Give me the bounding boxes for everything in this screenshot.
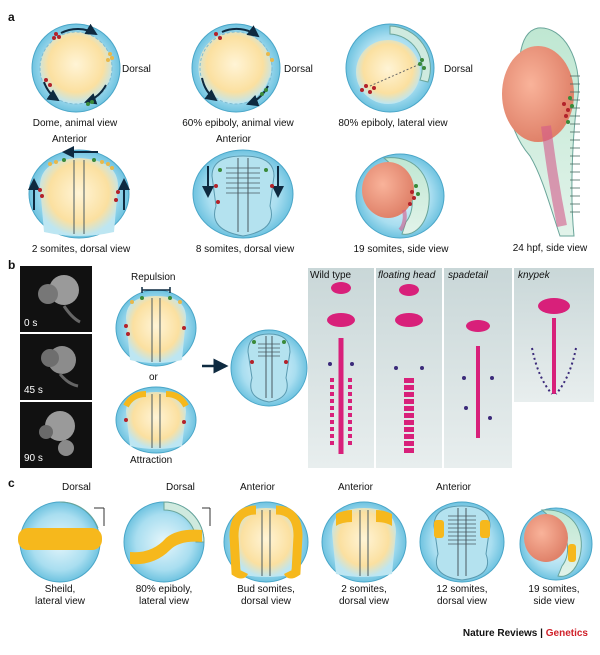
wild-type-embryo-photo [308, 268, 374, 468]
somites-2-embryo-diagram [28, 146, 130, 239]
anterior-label-c4: Anterior [338, 482, 374, 493]
caption-24hpf: 24 hpf, side view [512, 243, 588, 254]
caption-c3-line1: Bud somites, [237, 584, 295, 595]
epiboly-60-embryo-diagram [191, 23, 281, 113]
attraction-label: Attraction [130, 455, 173, 466]
mutant-label-spadetail: spadetail [448, 270, 489, 281]
caption-c5-line1: 12 somites, [436, 584, 488, 595]
somites-19-embryo-diagram [355, 153, 445, 239]
24hpf-embryo-diagram [502, 27, 580, 237]
caption-c5-line2: dorsal view [436, 596, 488, 607]
caption-dome: Dome, animal view [32, 118, 118, 129]
caption-c3-line2: dorsal view [240, 596, 292, 607]
epiboly-80-stage-diagram [123, 501, 211, 583]
mutant-label-knypek: knypek [518, 270, 550, 281]
mutant-label-floating-head: floating head [378, 270, 436, 281]
panel-label-a: a [8, 10, 15, 24]
caption-c2-line2: lateral view [138, 596, 190, 607]
journal-section: Genetics [545, 628, 588, 639]
bud-somites-stage-diagram [223, 501, 309, 583]
shield-stage-diagram [18, 501, 105, 583]
somites-8-embryo-diagram [192, 149, 294, 239]
mutant-label-wild-type: Wild type [310, 270, 352, 281]
timelapse-frame-45s [20, 334, 92, 400]
somites-19-stage-diagram [519, 507, 593, 581]
caption-60-epiboly: 60% epiboly, animal view [182, 118, 294, 129]
caption-19-somites: 19 somites, side view [353, 244, 449, 255]
timelapse-frame-0s [20, 266, 92, 332]
caption-2-somites: 2 somites, dorsal view [31, 244, 131, 255]
somites-12-stage-diagram [419, 501, 505, 583]
panel-label-b: b [8, 258, 16, 272]
caption-c1-line1: Sheild, [44, 584, 76, 595]
caption-80-epiboly: 80% epiboly, lateral view [338, 118, 448, 129]
caption-8-somites: 8 somites, dorsal view [195, 244, 295, 255]
dorsal-label-c2: Dorsal [166, 482, 195, 493]
caption-c4-line1: 2 somites, [341, 584, 387, 595]
panel-label-c: c [8, 476, 15, 490]
dorsal-label-c1: Dorsal [62, 482, 91, 493]
dorsal-label-a2: Dorsal [284, 64, 313, 75]
caption-c4-line2: dorsal view [338, 596, 390, 607]
dorsal-label-a3: Dorsal [444, 64, 473, 75]
spadetail-embryo-photo [444, 268, 512, 468]
knypek-embryo-photo [514, 268, 594, 402]
caption-c6-line2: side view [533, 596, 575, 607]
journal-name: Nature Reviews [462, 628, 538, 639]
anterior-label-c5: Anterior [436, 482, 472, 493]
caption-c2-line1: 80% epiboly, [135, 584, 193, 595]
timelapse-label-90s: 90 s [24, 453, 43, 464]
anterior-label-a4: Anterior [52, 134, 88, 145]
journal-credit: Nature Reviews | Genetics [463, 628, 588, 639]
caption-c1-line2: lateral view [34, 596, 86, 607]
anterior-label-c3: Anterior [240, 482, 276, 493]
timelapse-label-0s: 0 s [24, 318, 38, 329]
anterior-label-a5: Anterior [216, 134, 252, 145]
floating-head-embryo-photo [376, 268, 442, 468]
repulsion-embryo-diagram [115, 287, 197, 367]
or-label: or [149, 372, 158, 383]
convergence-result-embryo-diagram [230, 329, 308, 407]
result-arrow [202, 358, 229, 374]
journal-separator: | [540, 628, 543, 639]
somites-2-stage-diagram [321, 501, 407, 583]
timelapse-frame-90s [20, 402, 92, 468]
attraction-embryo-diagram [115, 386, 197, 454]
timelapse-label-45s: 45 s [24, 385, 43, 396]
dome-embryo-diagram [31, 23, 121, 113]
repulsion-label: Repulsion [131, 272, 176, 283]
epiboly-80-embryo-diagram [345, 23, 435, 113]
dorsal-label-a1: Dorsal [122, 64, 151, 75]
caption-c6-line1: 19 somites, [528, 584, 580, 595]
